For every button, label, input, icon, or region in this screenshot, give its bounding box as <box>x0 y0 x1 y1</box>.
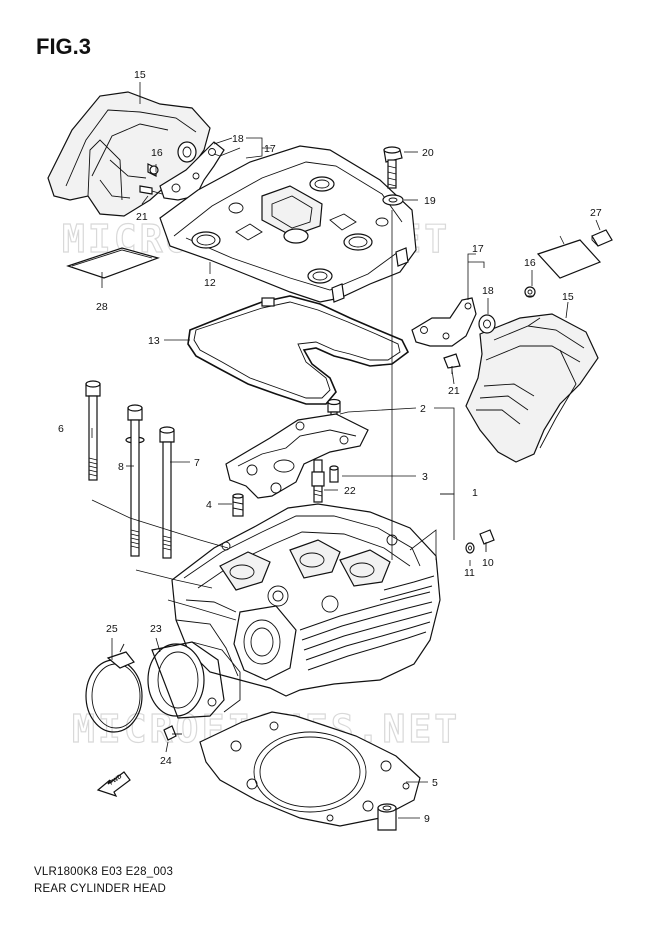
callout-3: 3 <box>422 471 428 483</box>
callout-18-upper: 18 <box>232 133 244 145</box>
callout-16-right: 16 <box>524 257 536 269</box>
part-4-stud <box>232 493 244 517</box>
part-14-head-cover-trim <box>47 91 211 217</box>
callout-26: 27 <box>590 207 602 219</box>
part-17-bracket-right <box>411 297 477 347</box>
callout-25: 25 <box>106 623 118 635</box>
callout-27: 28 <box>96 301 108 313</box>
part-24-screw <box>163 725 182 741</box>
callout-21-right: 21 <box>448 385 460 397</box>
callout-11: 11 <box>464 567 475 579</box>
callout-15: 15 <box>562 291 574 303</box>
part-19-washer <box>382 194 404 206</box>
part-22-spark-plug <box>311 459 325 503</box>
part-21-screw-upper-left <box>139 185 163 195</box>
callout-5: 5 <box>432 777 438 789</box>
callout-23: 23 <box>150 623 162 635</box>
part-11-washer <box>465 542 475 554</box>
callout-13: 13 <box>148 335 160 347</box>
part-12-cylinder-head-cover <box>159 145 417 303</box>
callout-24: 24 <box>160 755 172 767</box>
callout-17-right: 17 <box>472 243 484 255</box>
callout-17-upper: 17 <box>264 143 276 155</box>
part-3-dowel-pin <box>329 465 339 483</box>
part-6-head-bolt <box>85 380 101 481</box>
camshaft-holder <box>225 413 369 499</box>
callout-14: 15 <box>134 69 146 81</box>
part-8-head-bolt <box>125 404 145 557</box>
part-10-bolt <box>479 529 495 552</box>
callout-6: 6 <box>58 423 64 435</box>
figure-subtitle: REAR CYLINDER HEAD <box>34 883 167 895</box>
part-7-head-bolt <box>159 426 175 559</box>
callout-4: 4 <box>206 499 212 511</box>
callout-22: 22 <box>344 485 356 497</box>
callout-19: 19 <box>424 195 436 207</box>
part-17-bracket-upper <box>159 141 225 201</box>
leader-lines <box>91 82 601 819</box>
callout-16-left: 16 <box>151 147 163 159</box>
part-26-block <box>591 229 613 247</box>
callout-10: 10 <box>482 557 494 569</box>
part-1-cylinder-head <box>171 503 441 697</box>
part-9-dowel <box>377 803 397 831</box>
callout-18-right: 18 <box>482 285 494 297</box>
part-5-head-gasket <box>199 711 421 827</box>
figure-title: FIG.3 <box>36 34 92 59</box>
model-code: VLR1800K8 E03 E28_003 <box>34 866 174 878</box>
callout-8: 8 <box>118 461 124 473</box>
part-20-bolt <box>383 146 403 189</box>
callout-9: 9 <box>424 813 430 825</box>
callout-21-left: 21 <box>136 211 148 223</box>
part-28-pad <box>536 239 602 279</box>
callout-7: 7 <box>194 457 200 469</box>
callout-1: 1 <box>472 487 478 499</box>
callout-2: 2 <box>420 403 426 415</box>
part-25-clamp <box>85 643 143 733</box>
part-13-head-cover-gasket <box>187 295 410 405</box>
part-15-head-cover-trim-right <box>465 313 599 463</box>
callout-12: 12 <box>204 277 216 289</box>
part-16-bolt-right <box>524 286 536 298</box>
callout-20: 20 <box>422 147 434 159</box>
fwd-arrow-icon: FWD <box>96 771 131 798</box>
part-18-grommet-upper <box>177 141 197 163</box>
part-18-grommet-right <box>478 314 496 334</box>
part-23-intake-pipe <box>147 641 241 719</box>
part-27-pad <box>66 247 160 279</box>
